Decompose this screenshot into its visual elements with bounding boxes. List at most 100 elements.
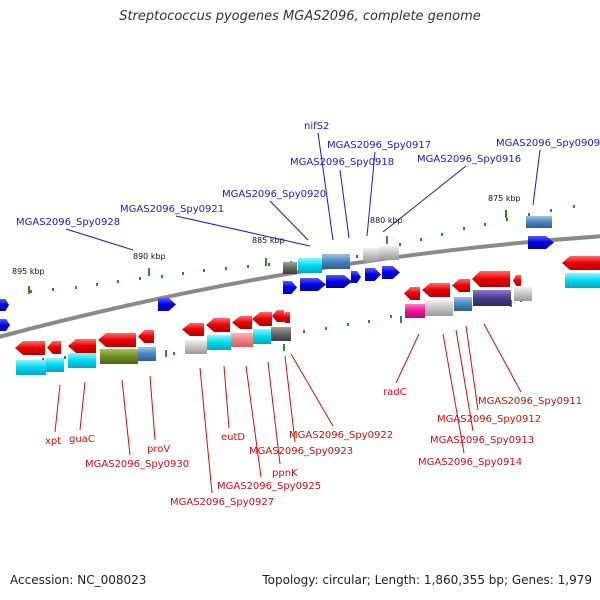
gene-arrow	[528, 236, 554, 249]
gene-box	[138, 347, 156, 361]
tick-mark	[30, 290, 32, 293]
gene-arrow	[206, 318, 230, 332]
tick-mark	[441, 233, 443, 236]
gene-arrow	[138, 330, 154, 343]
tick-mark	[303, 330, 305, 333]
ruler-label-895: 895 kbp	[12, 267, 45, 276]
gene-arrow	[562, 256, 600, 270]
genome-title: Streptococcus pyogenes MGAS2096, complet…	[119, 9, 481, 24]
connector-line	[442, 333, 465, 454]
gene-arrow	[15, 341, 45, 355]
gene-label-spy0918: MGAS2096_Spy0918	[290, 157, 394, 168]
gene-arrow	[0, 299, 9, 311]
gene-label-spy0911: MGAS2096_Spy0911	[478, 396, 582, 407]
connector-line	[149, 375, 156, 441]
gene-label-spy0912: MGAS2096_Spy0912	[437, 414, 541, 425]
connector-line	[121, 379, 131, 456]
gene-label-xpt: xpt	[45, 436, 61, 447]
ruler-label-885: 885 kbp	[252, 236, 285, 245]
gene-box	[298, 258, 322, 273]
connector-line	[223, 365, 230, 429]
connector-line	[455, 329, 474, 432]
gene-arrow	[98, 333, 136, 347]
tick-mark	[550, 209, 552, 212]
tick-mark	[42, 358, 44, 361]
tick-mark	[173, 352, 175, 355]
tick-mark	[268, 263, 270, 266]
connector-line	[395, 333, 420, 384]
connector-line	[366, 151, 376, 237]
major-tick-mark	[386, 236, 388, 244]
gene-box	[231, 333, 253, 347]
gene-label-spy0927: MGAS2096_Spy0927	[170, 497, 274, 508]
connector-line	[465, 325, 479, 411]
gene-box	[100, 349, 138, 364]
connector-line	[290, 353, 334, 427]
gene-label-spy0914: MGAS2096_Spy0914	[418, 457, 522, 468]
tick-mark	[420, 238, 422, 241]
gene-box	[526, 216, 552, 228]
gene-box	[405, 304, 425, 318]
gene-arrow	[422, 283, 450, 297]
gene-box	[454, 297, 472, 311]
gene-label-radC: radC	[383, 387, 407, 398]
gene-label-nifS2: nifS2	[304, 121, 329, 132]
gene-arrow	[68, 339, 96, 353]
gene-label-spy0922: MGAS2096_Spy0922	[289, 430, 393, 441]
gene-arrow	[158, 298, 176, 311]
gene-label-spy0916: MGAS2096_Spy0916	[417, 154, 521, 165]
connector-line	[382, 165, 467, 233]
gene-arrow	[452, 279, 470, 292]
tick-mark	[64, 356, 66, 359]
gene-box	[379, 246, 399, 260]
gene-box	[16, 360, 46, 375]
gene-box	[514, 287, 532, 301]
connector-line	[284, 355, 296, 443]
label-connectors	[54, 132, 541, 494]
gene-arrow	[0, 319, 10, 331]
gene-arrow	[252, 312, 272, 326]
connector-line	[483, 323, 522, 393]
tick-mark	[506, 218, 508, 221]
gene-arrow	[351, 271, 361, 283]
gene-label-spy0920: MGAS2096_Spy0920	[222, 189, 326, 200]
gene-features	[0, 216, 600, 375]
connector-line	[339, 169, 350, 239]
tick-mark	[368, 320, 370, 323]
connector-line	[269, 200, 309, 241]
gene-label-spy0930: MGAS2096_Spy0930	[85, 459, 189, 470]
connector-line	[532, 149, 541, 206]
connector-line	[245, 365, 262, 478]
gene-arrow	[283, 281, 297, 294]
connector-line	[54, 384, 61, 433]
gene-label-spy0917: MGAS2096_Spy0917	[327, 140, 431, 151]
gene-label-spy0928: MGAS2096_Spy0928	[16, 217, 120, 228]
gene-box	[473, 290, 511, 306]
tick-mark	[399, 243, 401, 246]
gene-arrow	[326, 275, 352, 288]
connector-line	[175, 215, 311, 247]
gene-arrow	[272, 310, 284, 322]
connector-line	[317, 132, 334, 241]
gene-label-spy0913: MGAS2096_Spy0913	[430, 435, 534, 446]
gene-label-proV: proV	[147, 444, 170, 455]
gene-label-eutD: eutD	[221, 432, 245, 443]
gene-label-spy0923: MGAS2096_Spy0923	[249, 446, 353, 457]
tick-mark	[347, 323, 349, 326]
major-tick-mark	[148, 268, 150, 276]
tick-mark	[139, 277, 141, 280]
gene-box	[207, 335, 231, 350]
major-tick-mark	[265, 258, 267, 266]
major-tick-mark	[400, 316, 402, 323]
gene-label-spy0909: MGAS2096_Spy0909	[496, 138, 600, 149]
gene-arrow	[472, 271, 510, 287]
gene-label-guaC: guaC	[69, 434, 95, 445]
tick-mark	[573, 205, 575, 208]
gene-arrow	[300, 278, 326, 291]
tick-mark	[325, 327, 327, 330]
tick-mark	[161, 275, 163, 278]
tick-mark	[96, 283, 98, 286]
tick-mark	[247, 265, 249, 268]
gene-box	[565, 273, 600, 288]
